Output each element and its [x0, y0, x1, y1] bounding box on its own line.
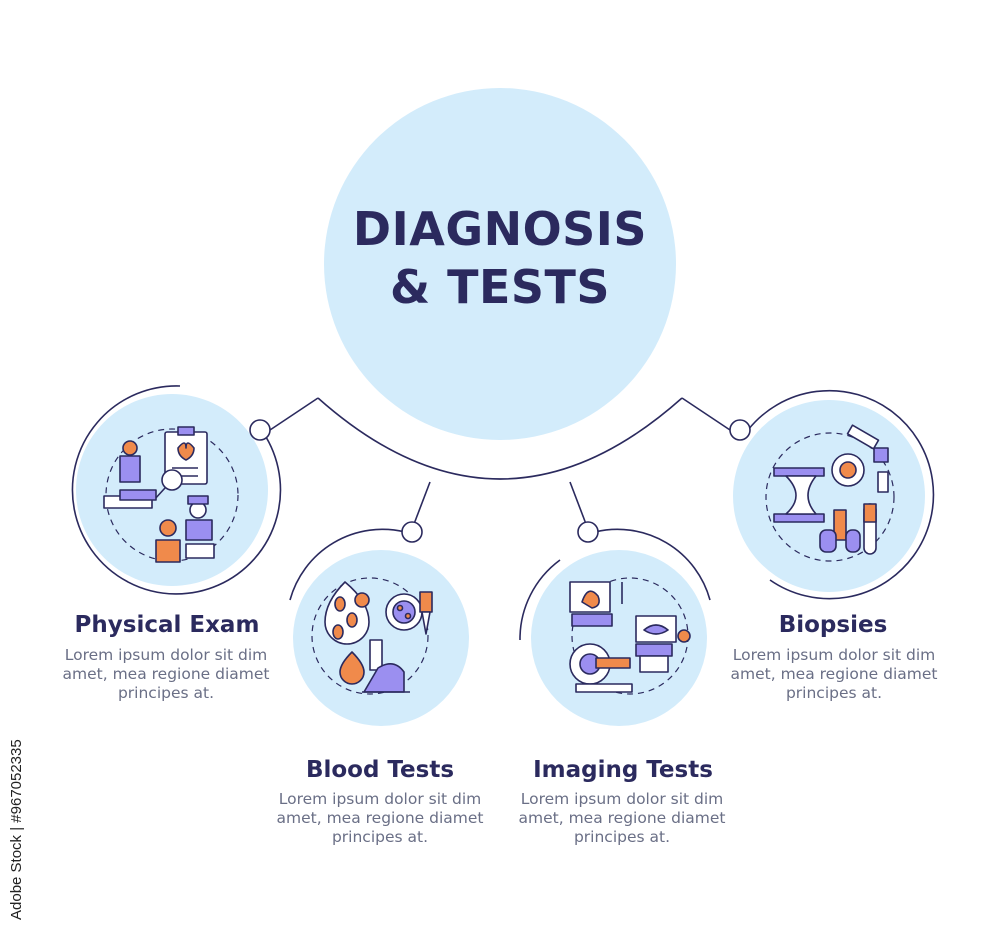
biopsies-icon [773, 424, 889, 555]
connector-line-mid-left [413, 481, 431, 525]
blood-tests-icon [324, 581, 433, 693]
connector-line-right [681, 397, 731, 431]
label-imaging-tests: Imaging Tests [533, 757, 713, 783]
stock-watermark: Adobe Stock | #967052335 [8, 739, 25, 920]
connector-arc [317, 397, 683, 480]
description-physical-exam: Lorem ipsum dolor sit dim amet, mea regi… [62, 646, 270, 702]
item-circle-blood-tests [289, 528, 469, 726]
connector-line-left [269, 397, 319, 431]
node-physical-exam [249, 419, 271, 441]
page-title: DIAGNOSIS & TESTS [320, 200, 680, 316]
description-blood-tests: Lorem ipsum dolor sit dim amet, mea regi… [276, 790, 484, 846]
title-line-2: & TESTS [389, 260, 611, 314]
title-line-1: DIAGNOSIS [352, 202, 648, 256]
imaging-tests-icon [569, 581, 691, 693]
label-biopsies: Biopsies [778, 612, 888, 638]
item-circle-biopsies [733, 389, 935, 600]
item-circle-imaging-tests [519, 528, 711, 726]
node-biopsies [729, 419, 751, 441]
label-blood-tests: Blood Tests [305, 757, 455, 783]
physical-exam-icon [103, 426, 215, 563]
node-imaging-tests [577, 521, 599, 543]
label-physical-exam: Physical Exam [74, 612, 260, 638]
node-blood-tests [401, 521, 423, 543]
connector-line-mid-right [569, 481, 587, 525]
description-imaging-tests: Lorem ipsum dolor sit dim amet, mea regi… [518, 790, 726, 846]
central-circle [324, 88, 676, 440]
description-biopsies: Lorem ipsum dolor sit dim amet, mea regi… [730, 646, 938, 702]
